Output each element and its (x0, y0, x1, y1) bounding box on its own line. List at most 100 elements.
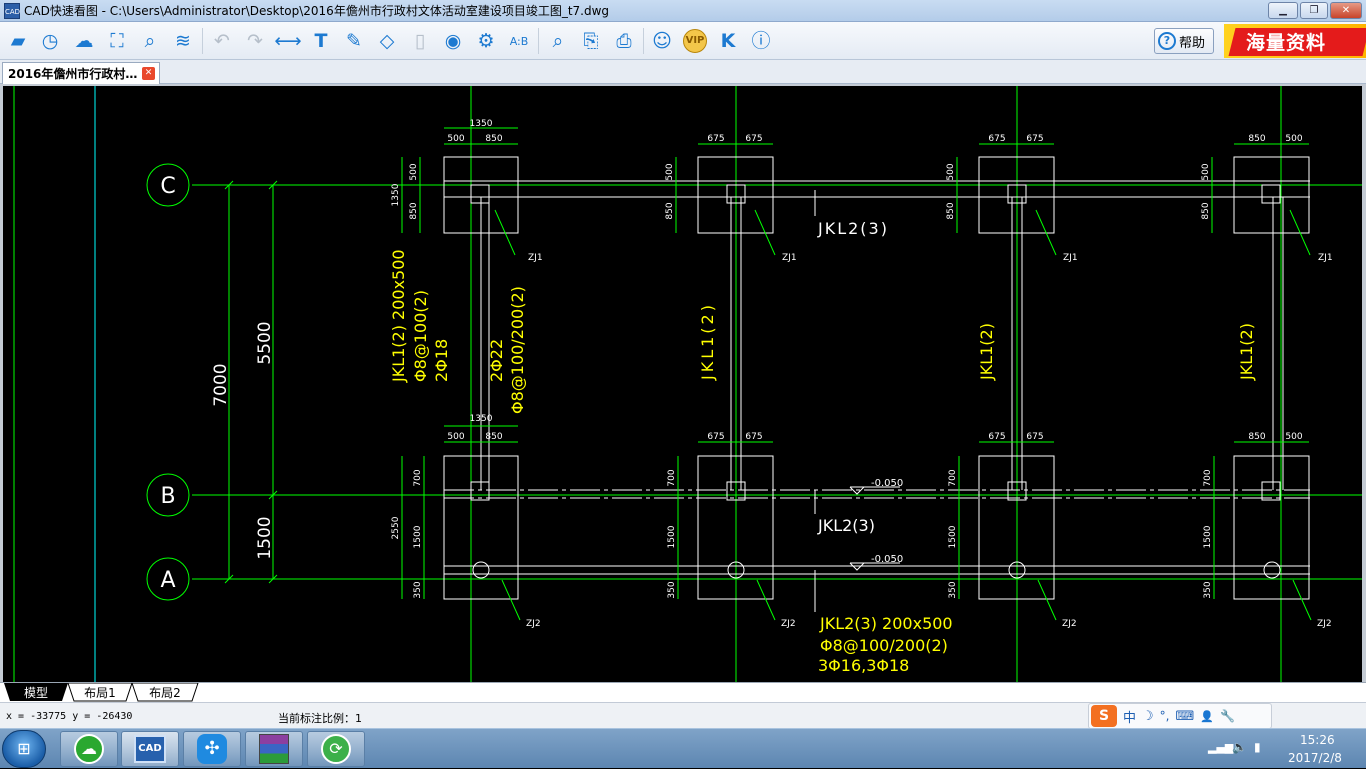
beam-label: JKL2(3) 200x500 (819, 614, 953, 633)
measure-icon[interactable]: ⟷ (274, 29, 302, 52)
pen-icon[interactable]: ✎ (346, 29, 362, 52)
dim-text: 1350 (470, 414, 493, 424)
taskbar-app-network[interactable]: ✣ (183, 731, 241, 767)
layers-icon[interactable]: ≋ (175, 29, 191, 52)
pile (1263, 561, 1281, 579)
winrar-icon (259, 734, 289, 764)
dim-text: 850 (1248, 134, 1265, 144)
vertical-dimension-text: 7000 5500 1500 (211, 321, 275, 559)
close-icon: ✕ (1341, 5, 1351, 16)
beam-labels-yellow: JKL2(3) 200x500 Φ8@100/200(2) 3Φ16,3Φ18 … (389, 249, 1256, 675)
clock-time[interactable]: 15:26 (1300, 733, 1335, 747)
footing (978, 455, 1055, 600)
volume-icon[interactable]: 🔈 (1232, 740, 1247, 754)
column-tag: ZJ2 (1062, 619, 1077, 629)
layout-tab-2[interactable]: 布局2 (149, 686, 181, 700)
ime-moon-icon[interactable]: ☽ (1142, 708, 1154, 724)
toolbar-separator (538, 28, 539, 54)
units-icon[interactable]: A:B (509, 34, 529, 48)
restore-button[interactable]: ❐ (1300, 2, 1328, 19)
column-tags: ZJ1 ZJ1 ZJ1 ZJ1 ZJ2 ZJ2 ZJ2 ZJ2 (526, 253, 1333, 629)
ime-user-icon[interactable]: 👤 (1200, 709, 1214, 723)
account-icon[interactable]: ☺ (652, 29, 672, 52)
dim-text: 700 (667, 469, 677, 486)
annotation-scale: 当前标注比例：1 (278, 712, 362, 725)
ime-punct-icon[interactable]: °, (1159, 709, 1170, 723)
dim-text: 350 (948, 581, 958, 598)
open-folder-icon[interactable]: ▰ (10, 29, 26, 52)
export-icon[interactable]: ⎘ (583, 29, 599, 52)
vip-icon[interactable]: VIP (683, 29, 707, 53)
start-button[interactable]: ⊞ (2, 730, 46, 768)
column (470, 481, 490, 501)
column (1007, 481, 1027, 501)
dim-tick (268, 490, 278, 500)
dim-text: 675 (988, 432, 1005, 442)
dim-text: 350 (1203, 581, 1213, 598)
elevation-label: -0.050 (871, 478, 903, 489)
hide-icon[interactable]: ◉ (444, 29, 462, 52)
minimize-button[interactable]: ▁ (1268, 2, 1298, 19)
leader (1292, 579, 1312, 621)
beam-label: Φ8@100/200(2) (508, 286, 527, 414)
redo-icon[interactable]: ↷ (247, 29, 263, 52)
zoom-window-icon[interactable]: ⌕ (144, 29, 156, 52)
axis-bubbles (146, 163, 190, 601)
column (470, 184, 490, 204)
beams (444, 180, 1310, 575)
ime-tools-icon[interactable]: 🔧 (1219, 709, 1235, 723)
beam-label: Φ8@100/200(2) (820, 636, 948, 655)
cloud-icon[interactable]: ☁ (74, 29, 94, 52)
dim-text: 850 (409, 202, 419, 219)
taskbar-app-cloud[interactable]: ☁ (60, 731, 118, 767)
cad-drawing[interactable]: C B A 7000 5500 1500 (3, 86, 1362, 682)
fit-screen-icon[interactable]: ⛶ (110, 29, 124, 52)
search-icon[interactable]: ⌕ (552, 29, 564, 52)
footing-dim-text: 1350 500 850 675 675 675 675 850 500 135… (447, 119, 1302, 442)
close-icon[interactable]: ✕ (142, 67, 155, 80)
taskbar-app-winrar[interactable] (245, 731, 303, 767)
help-icon: ? (1158, 32, 1176, 50)
signal-icon[interactable]: ▂▄▆ (1208, 741, 1234, 754)
delete-icon[interactable]: ▯ (414, 29, 426, 52)
footing (978, 156, 1055, 234)
layout-tab-bar: 模型 布局1 布局2 (0, 682, 1366, 702)
taskbar-app-update[interactable]: ⟳ (307, 731, 365, 767)
window-title: CAD快速看图 - C:\Users\Administrator\Desktop… (24, 4, 610, 18)
dim-text: 7000 (211, 363, 231, 406)
beam-label: JKL2(3) (817, 516, 875, 535)
print-icon[interactable]: ⎙ (616, 29, 632, 52)
dim-text: 500 (1285, 432, 1302, 442)
network-app-icon: ✣ (197, 734, 227, 764)
info-icon[interactable]: ⓘ (751, 29, 771, 52)
document-tab[interactable]: 2016年儋州市行政村… ✕ (2, 62, 160, 84)
clock-date[interactable]: 2017/2/8 (1288, 751, 1342, 765)
undo-icon[interactable]: ↶ (214, 29, 230, 52)
layout-tab-bg (67, 683, 133, 702)
dim-tick (268, 574, 278, 584)
axis-bubble (146, 163, 190, 207)
settings-icon[interactable]: ⚙ (477, 29, 495, 52)
axis-bubble (146, 473, 190, 517)
close-window-button[interactable]: ✕ (1330, 2, 1362, 19)
beam-label: JKL1(2) (977, 323, 996, 381)
battery-icon[interactable]: ▮ (1254, 740, 1261, 754)
pile (472, 561, 490, 579)
layout-tab-model[interactable]: 模型 (23, 686, 48, 700)
taskbar-app-cad[interactable]: CAD (121, 731, 179, 767)
sogou-icon[interactable]: S (1091, 705, 1117, 727)
layout-tab-1[interactable]: 布局1 (84, 686, 116, 700)
drawing-area[interactable]: C B A 7000 5500 1500 (0, 84, 1366, 682)
eraser-icon[interactable]: ◇ (379, 29, 395, 52)
dim-text: 1500 (1203, 525, 1213, 548)
dim-text: 500 (447, 134, 464, 144)
help-button[interactable]: ? 帮助 (1154, 28, 1214, 54)
ime-toolbar[interactable]: S 中 ☽ °, ⌨ 👤 🔧 (1088, 703, 1272, 729)
history-icon[interactable]: ◷ (41, 29, 59, 52)
pile (1008, 561, 1026, 579)
ime-keyboard-icon[interactable]: ⌨ (1175, 708, 1195, 724)
k-icon[interactable]: K (720, 29, 736, 52)
text-icon[interactable]: T (314, 29, 328, 52)
ime-chinese-icon[interactable]: 中 (1123, 710, 1137, 726)
ad-banner[interactable]: 海量资料 (1224, 24, 1366, 58)
